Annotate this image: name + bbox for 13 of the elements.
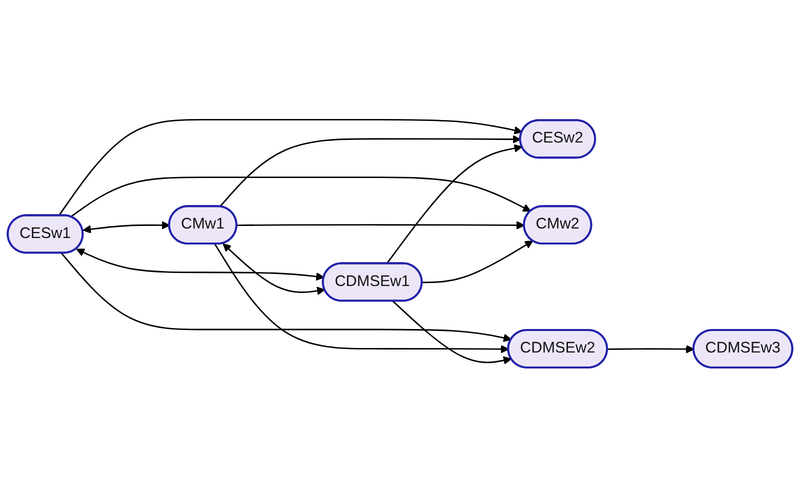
arrow — [214, 244, 509, 354]
arrow — [82, 221, 170, 234]
arrow — [422, 240, 534, 284]
arrow — [607, 345, 694, 354]
arrow — [392, 301, 512, 365]
arrow — [386, 144, 522, 265]
arrow — [58, 119, 522, 217]
arrow — [219, 136, 521, 208]
arrow — [222, 244, 326, 296]
arrow — [70, 177, 532, 218]
arrow — [60, 253, 512, 342]
arrow — [76, 249, 324, 282]
arrow — [236, 221, 525, 230]
